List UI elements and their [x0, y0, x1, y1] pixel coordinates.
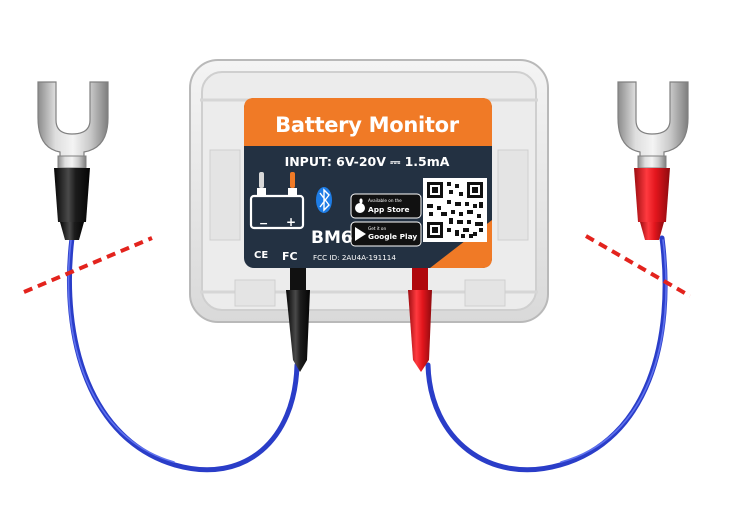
input-spec: INPUT: 6V-20V ⎓ 1.5mA	[284, 154, 450, 169]
black-lead	[286, 268, 310, 372]
google-play-badge	[350, 221, 422, 247]
bluetooth-icon	[316, 187, 332, 213]
blue-wires	[67, 235, 668, 473]
battery-icon	[249, 172, 305, 230]
google-play-icon	[355, 227, 366, 241]
app-store-badge	[350, 193, 422, 219]
qr-code	[423, 178, 487, 242]
left-cut-marker	[23, 236, 153, 294]
model-number: BM6	[311, 228, 353, 248]
ce-mark: CE	[254, 250, 269, 261]
apple-icon	[355, 198, 365, 213]
right-cut-marker	[585, 234, 691, 298]
google-play-text: Google Play	[368, 232, 418, 241]
blue-wire-highlights	[67, 239, 667, 463]
app-store-text: App Store	[368, 205, 410, 214]
right-spade-terminal	[617, 81, 689, 240]
battery-terminal-negative: −	[259, 217, 269, 230]
fcc-id: FCC ID: 2AU4A-191114	[313, 253, 396, 262]
battery-terminal-positive: +	[286, 215, 297, 229]
fc-mark: FC	[282, 250, 298, 263]
red-lead	[408, 268, 432, 372]
app-store-small-text: Available on the	[368, 198, 402, 203]
google-play-small-text: Get it on	[368, 226, 387, 231]
label-title: Battery Monitor	[275, 113, 459, 137]
left-spade-terminal	[37, 81, 109, 240]
